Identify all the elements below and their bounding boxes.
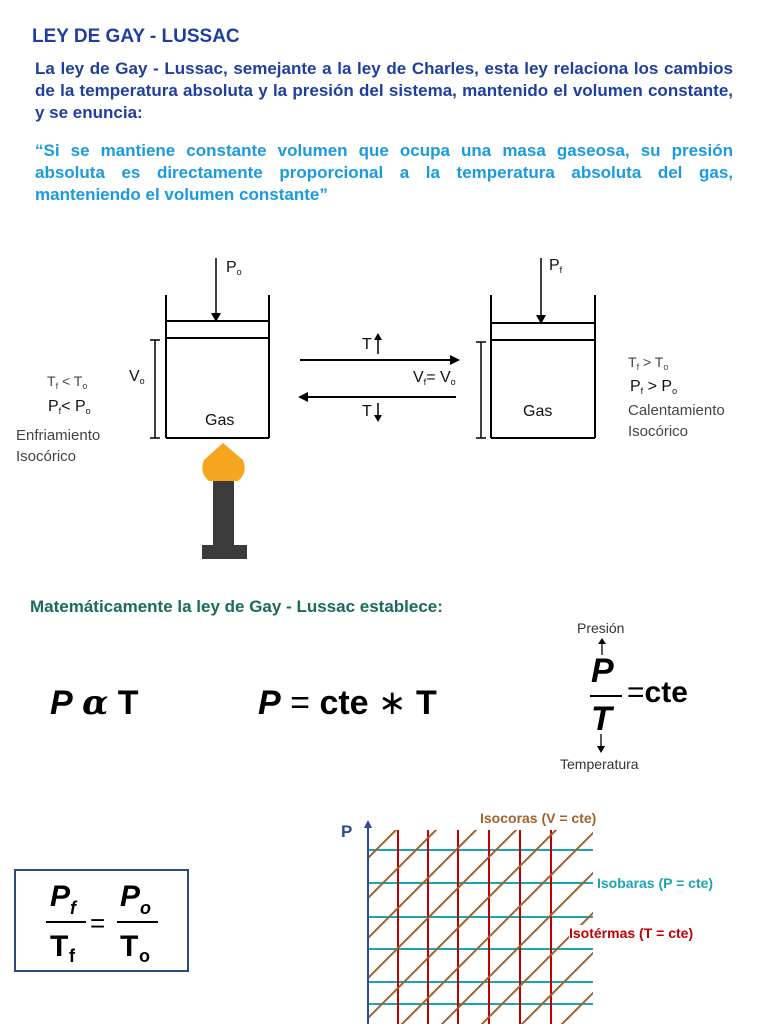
intro-paragraph: La ley de Gay - Lussac, semejante a la l… xyxy=(35,59,733,122)
isocoras-label: Isocoras (V = cte) xyxy=(480,810,597,826)
process-diagram xyxy=(150,258,596,559)
isocoras-lines xyxy=(368,830,593,1024)
svg-text:P: P xyxy=(120,880,141,913)
svg-text:o: o xyxy=(140,898,151,918)
ratio-numerator: P xyxy=(591,652,614,690)
math-heading: Matemáticamente la ley de Gay - Lussac e… xyxy=(30,597,443,616)
note-calentamiento: Calentamiento Isocórico xyxy=(628,402,725,440)
left-piston xyxy=(165,320,270,339)
gay-lussac-formula: P f T f = P o T o xyxy=(46,880,158,966)
label-vf-equals-vo: Vf= Vo xyxy=(413,369,456,387)
isotermas-label: Isotérmas (T = cte) xyxy=(569,925,694,941)
cond-tf-gt-to: Tf > To xyxy=(628,354,669,372)
constant-equation: P = cte ∗ T xyxy=(258,684,437,722)
note-enfriamiento: Enfriamiento Isocórico xyxy=(16,427,101,465)
right-gas-label: Gas xyxy=(523,403,553,420)
svg-text:f: f xyxy=(70,898,78,918)
svg-text:T: T xyxy=(50,930,68,963)
svg-text:o: o xyxy=(139,946,150,966)
page-title: LEY DE GAY - LUSSAC xyxy=(32,26,240,47)
temperature-label: Temperatura xyxy=(560,756,639,772)
svg-text:=: = xyxy=(90,908,105,938)
svg-text:P: P xyxy=(50,880,71,913)
ratio-cte: =cte xyxy=(627,676,688,709)
isobaras-label: Isobaras (P = cte) xyxy=(597,875,714,891)
cond-pf-gt-po: Pf > Po xyxy=(630,378,678,396)
label-pf: Pf xyxy=(549,257,563,275)
temperature-arrow-icon xyxy=(597,734,605,753)
pressure-label: Presión xyxy=(577,620,625,636)
label-po: Po xyxy=(226,259,242,277)
label-t-down: T xyxy=(362,403,372,420)
right-cylinder xyxy=(476,258,596,439)
left-cylinder xyxy=(150,258,270,439)
cond-tf-lt-to: Tf < To xyxy=(47,373,88,391)
law-quote: “Si se mantiene constante volumen que oc… xyxy=(35,141,733,204)
process-arrows xyxy=(298,333,460,422)
svg-text:f: f xyxy=(69,946,76,966)
label-vo: Vo xyxy=(129,368,145,386)
fraction-bar xyxy=(590,695,622,697)
svg-text:T: T xyxy=(120,930,138,963)
proportional-equation: P α T xyxy=(50,683,139,723)
right-piston xyxy=(490,322,596,341)
ratio-denominator: T xyxy=(591,700,612,738)
pv-graph xyxy=(364,820,593,1024)
burner-flame-icon xyxy=(202,443,247,559)
left-gas-label: Gas xyxy=(205,412,235,429)
pressure-arrow-icon xyxy=(598,638,606,655)
isobaras-lines xyxy=(368,849,593,1005)
graph-axis-p: P xyxy=(341,822,353,841)
cond-pf-lt-po: Pf< Po xyxy=(48,398,91,416)
label-t-up: T xyxy=(362,336,372,353)
formula-box xyxy=(14,869,189,972)
